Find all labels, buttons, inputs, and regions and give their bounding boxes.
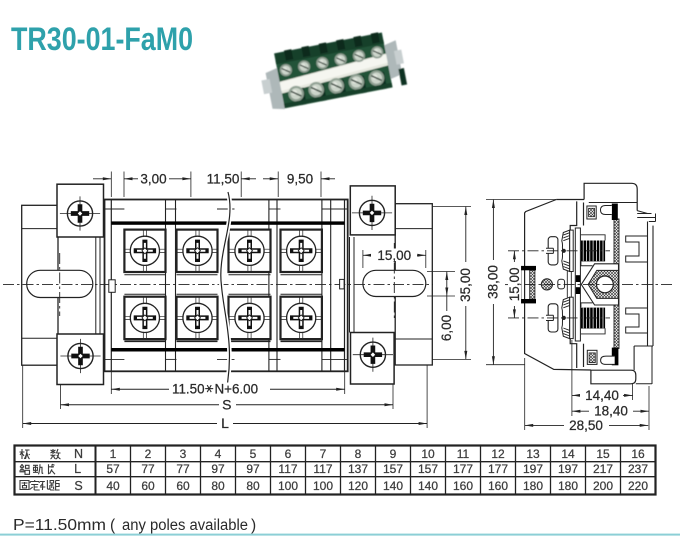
svg-text:8: 8 [355,447,362,461]
svg-text:9,50: 9,50 [287,171,313,186]
svg-text:35,00: 35,00 [458,268,473,302]
svg-text:13: 13 [526,447,540,461]
svg-text:6: 6 [285,447,292,461]
svg-text:157: 157 [418,462,438,476]
svg-text:any poles available: any poles available [122,517,248,534]
svg-text:5: 5 [250,447,257,461]
svg-text:97: 97 [246,462,260,476]
svg-text:160: 160 [488,479,508,493]
svg-text:2: 2 [145,447,152,461]
svg-text:L: L [221,415,229,431]
svg-text:137: 137 [348,462,368,476]
svg-text:180: 180 [523,479,543,493]
svg-text:217: 217 [593,462,613,476]
svg-text:14: 14 [561,447,575,461]
svg-text:197: 197 [523,462,543,476]
svg-text:N+6.00: N+6.00 [215,381,259,396]
svg-text:3,00: 3,00 [140,171,166,186]
svg-text:15,00: 15,00 [377,248,411,263]
svg-text:7: 7 [320,447,327,461]
svg-text:57: 57 [106,462,120,476]
svg-text:9: 9 [390,447,397,461]
svg-text:28,50: 28,50 [569,418,603,433]
svg-text:77: 77 [176,462,190,476]
svg-text:L: L [74,462,81,476]
svg-text:3: 3 [180,447,187,461]
svg-text:220: 220 [628,479,648,493]
svg-text:15: 15 [596,447,610,461]
svg-text:140: 140 [383,479,403,493]
svg-text:40: 40 [106,479,120,493]
svg-text:177: 177 [453,462,473,476]
svg-text:160: 160 [453,479,473,493]
svg-text:180: 180 [558,479,578,493]
svg-text:38,00: 38,00 [486,265,501,299]
svg-text:80: 80 [246,479,260,493]
svg-text:200: 200 [593,479,613,493]
svg-text:10: 10 [421,447,435,461]
svg-text:97: 97 [211,462,225,476]
svg-text:77: 77 [141,462,155,476]
svg-text:S: S [74,479,82,493]
svg-text:120: 120 [348,479,368,493]
svg-text:80: 80 [211,479,225,493]
svg-text:117: 117 [313,462,332,476]
svg-text:60: 60 [141,479,155,493]
svg-text:11.50: 11.50 [172,381,205,396]
svg-text:(: ( [110,517,116,534]
svg-text:177: 177 [488,462,508,476]
svg-text:157: 157 [383,462,403,476]
svg-text:TR30-01-FaM0: TR30-01-FaM0 [11,21,193,57]
svg-text:11: 11 [457,447,470,461]
svg-text:140: 140 [418,479,438,493]
svg-text:100: 100 [278,479,298,493]
svg-text:117: 117 [278,462,297,476]
svg-text:6,00: 6,00 [439,315,454,341]
svg-text:12: 12 [491,447,505,461]
svg-text:60: 60 [176,479,190,493]
svg-text:P=11.50mm: P=11.50mm [13,517,106,534]
svg-text:N: N [74,447,83,461]
svg-text:100: 100 [313,479,333,493]
svg-text:14,40: 14,40 [585,388,619,403]
svg-text:237: 237 [628,462,648,476]
svg-text:S: S [222,396,231,412]
svg-text:): ) [251,517,256,534]
svg-text:1: 1 [110,447,117,461]
svg-text:11,50: 11,50 [207,171,240,186]
svg-text:15,00: 15,00 [507,268,522,302]
svg-text:18,40: 18,40 [594,404,628,419]
svg-text:197: 197 [558,462,578,476]
svg-text:4: 4 [215,447,222,461]
svg-text:16: 16 [631,447,645,461]
